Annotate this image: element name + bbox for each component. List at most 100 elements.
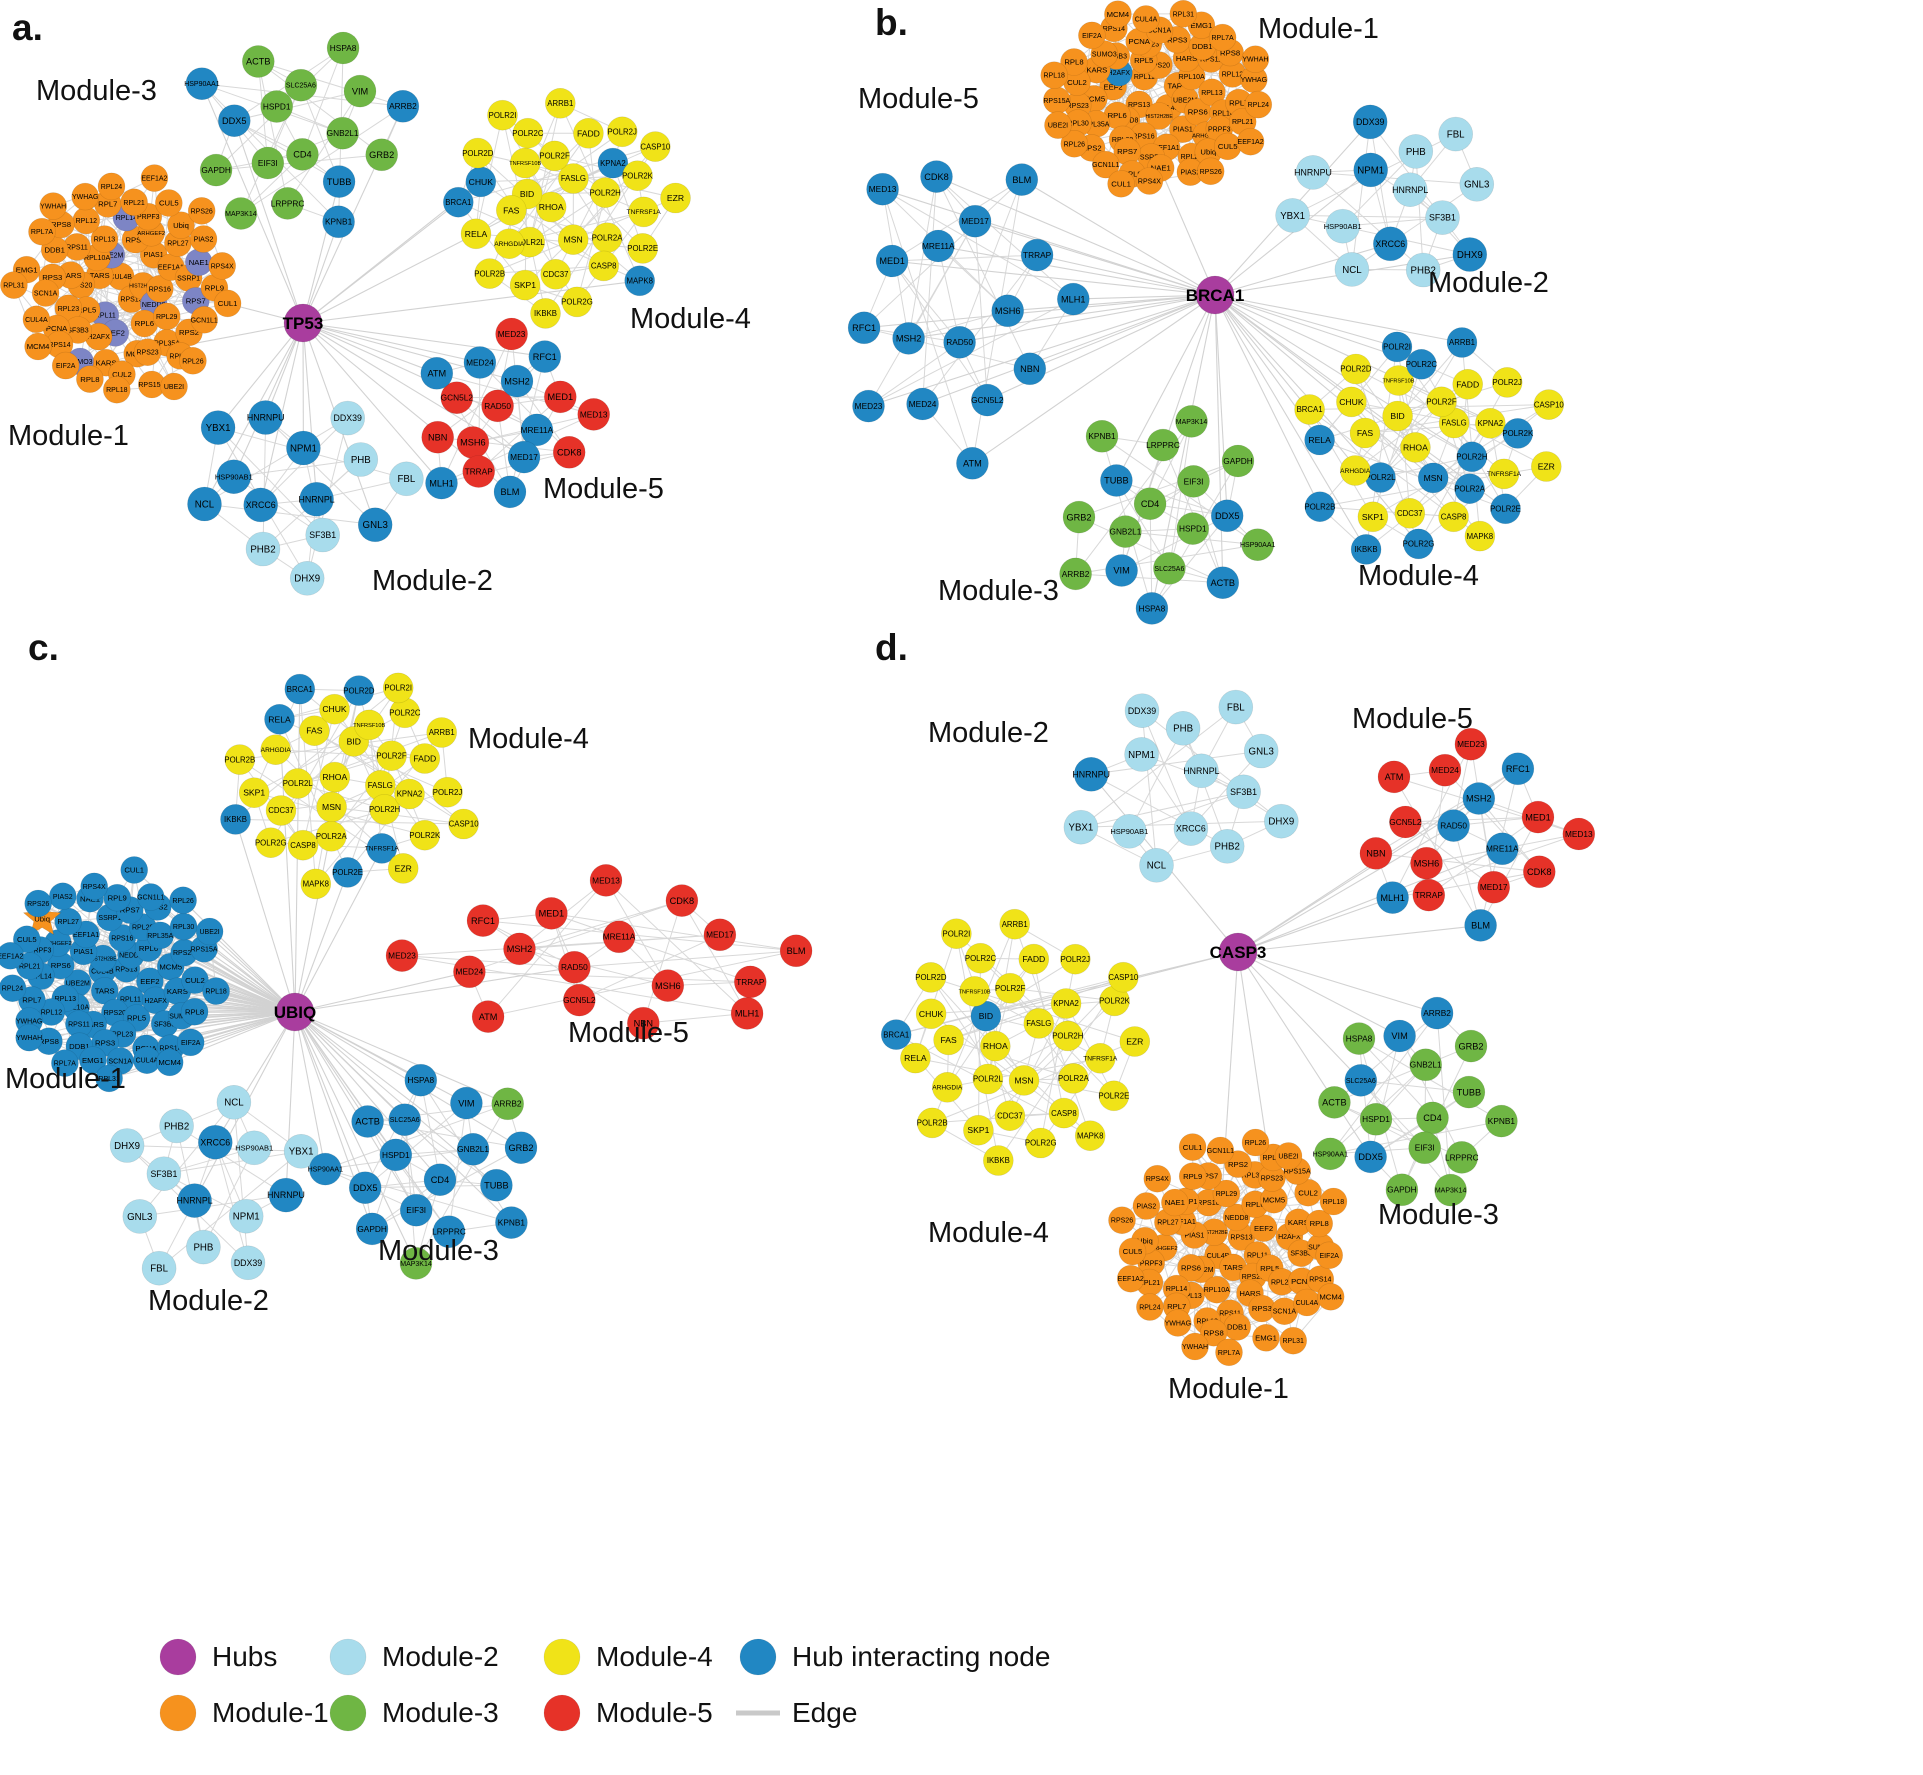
node-label: DDX39 xyxy=(1356,117,1384,127)
node-label: NAE1 xyxy=(189,258,209,267)
node-label: HNRNPU xyxy=(1294,167,1332,177)
node-label: RPS20 xyxy=(70,282,92,289)
node-label: ATM xyxy=(963,459,982,469)
node-label: RPL7A xyxy=(1212,35,1235,42)
node-shape xyxy=(387,853,419,884)
node-POLR2C: POLR2C xyxy=(512,117,544,149)
node-label: CASP10 xyxy=(640,142,671,151)
node-label: TARS xyxy=(1168,81,1188,90)
node-shape xyxy=(420,356,454,390)
node-label: HIST2H2BE xyxy=(129,284,157,290)
node-CUL1: CUL1 xyxy=(120,856,148,884)
node-label: MSN xyxy=(564,235,583,245)
nodes-layer: CD4HSPD1GNB2L1EIF3ISLC25A6TUBBDDX5VIMLRP… xyxy=(0,31,691,596)
node-BID: BID xyxy=(1382,400,1413,432)
node-label: YWHAH xyxy=(1242,57,1268,64)
node-label: POLR2J xyxy=(607,128,637,137)
node-label: MED17 xyxy=(510,452,538,462)
node-RPL23: RPL23 xyxy=(1267,1268,1296,1296)
node-shape xyxy=(1339,455,1371,486)
node-shape xyxy=(622,160,653,191)
node-label: RPS6 xyxy=(51,961,71,970)
node-label: SLC25A6 xyxy=(1154,566,1184,573)
node-KPNA2: KPNA2 xyxy=(1475,407,1506,439)
node-label: RPL24 xyxy=(2,986,24,993)
node-shape xyxy=(379,1138,413,1172)
node-label: ARRB1 xyxy=(547,99,573,108)
node-label: CUL2 xyxy=(1298,1188,1318,1197)
panel-letter: c. xyxy=(28,627,59,668)
node-RPL8: RPL8 xyxy=(76,365,104,393)
node-shape xyxy=(399,1247,433,1280)
node-label: NBN xyxy=(428,432,447,442)
node-RFC1: RFC1 xyxy=(847,311,881,345)
node-shape xyxy=(394,778,425,810)
edge xyxy=(1115,480,1170,569)
node-label: EEF2 xyxy=(1103,82,1122,91)
node-label: CUL2 xyxy=(1067,78,1087,87)
node-CDK8: CDK8 xyxy=(665,884,699,917)
node-label: CHUK xyxy=(1339,397,1364,407)
node-HSP90AB1: HSP90AB1 xyxy=(1110,813,1148,849)
edge xyxy=(176,1125,287,1196)
node-label: RPL21 xyxy=(1232,119,1254,126)
node-shape xyxy=(1100,464,1133,497)
node-shape xyxy=(1145,102,1173,130)
node-label: FBL xyxy=(1227,702,1245,713)
node-shape xyxy=(1456,441,1488,473)
node-GRB2: GRB2 xyxy=(1062,500,1096,534)
node-label: POLR2B xyxy=(224,755,255,764)
hub-edge xyxy=(209,931,296,1013)
node-TRRAP: TRRAP xyxy=(462,455,496,488)
node-MED24: MED24 xyxy=(1428,753,1462,787)
hub-edge xyxy=(302,322,318,500)
node-label: HSP90AB1 xyxy=(215,472,253,481)
node-RPL12: RPL12 xyxy=(72,206,101,235)
node-label: MSH6 xyxy=(995,306,1021,316)
module-label: Module-1 xyxy=(1168,1373,1289,1405)
node-label: SUMO3 xyxy=(68,359,93,366)
node-shape xyxy=(1060,48,1088,76)
node-shape xyxy=(491,1087,525,1121)
node-label: H2AFX xyxy=(87,334,110,341)
node-shape xyxy=(122,1199,158,1234)
node-EEF1A2: EEF1A2 xyxy=(1236,127,1265,156)
edge xyxy=(1360,1080,1451,1191)
edge xyxy=(1415,151,1424,271)
node-shape xyxy=(120,856,148,884)
edge xyxy=(1080,791,1244,828)
node-shape xyxy=(1173,811,1209,846)
node-NBN: NBN xyxy=(1013,352,1047,386)
node-shape xyxy=(1059,557,1092,591)
node-shape xyxy=(573,118,604,149)
node-label: RPL14 xyxy=(116,215,138,222)
node-shape xyxy=(1490,493,1521,525)
node-RPS4X: RPS4X xyxy=(1143,1164,1172,1193)
edge xyxy=(367,1121,450,1232)
node-label: POLR2B xyxy=(1305,502,1336,511)
module-label: Module-5 xyxy=(543,473,664,505)
node-label: RPL8 xyxy=(185,1007,204,1016)
node-SF3B1: SF3B1 xyxy=(146,1156,182,1191)
edge xyxy=(511,209,608,239)
node-shape xyxy=(577,398,611,431)
node-label: MED13 xyxy=(592,875,620,885)
node-GNL3: GNL3 xyxy=(1243,733,1279,769)
edge xyxy=(551,912,797,952)
node-label: GAPDH xyxy=(1223,456,1253,466)
node-shape xyxy=(1452,1075,1486,1109)
hub-edge xyxy=(285,1011,296,1196)
node-NCL: NCL xyxy=(216,1085,252,1120)
hub-edge xyxy=(302,322,525,458)
node-label: RPS7 xyxy=(1198,1172,1218,1181)
node-IKBKB: IKBKB xyxy=(530,298,561,329)
node-label: CASP10 xyxy=(1534,400,1565,409)
panel-letter: b. xyxy=(875,2,908,43)
edge xyxy=(487,880,607,1017)
node-label: RPL5 xyxy=(1134,56,1153,65)
node-HNRNPL: HNRNPL xyxy=(1392,172,1428,207)
node-shape xyxy=(198,1124,233,1160)
node-shape xyxy=(404,1063,438,1097)
node-label: PCNA xyxy=(1291,1277,1313,1286)
node-label: SCN1A xyxy=(1273,1309,1297,1316)
